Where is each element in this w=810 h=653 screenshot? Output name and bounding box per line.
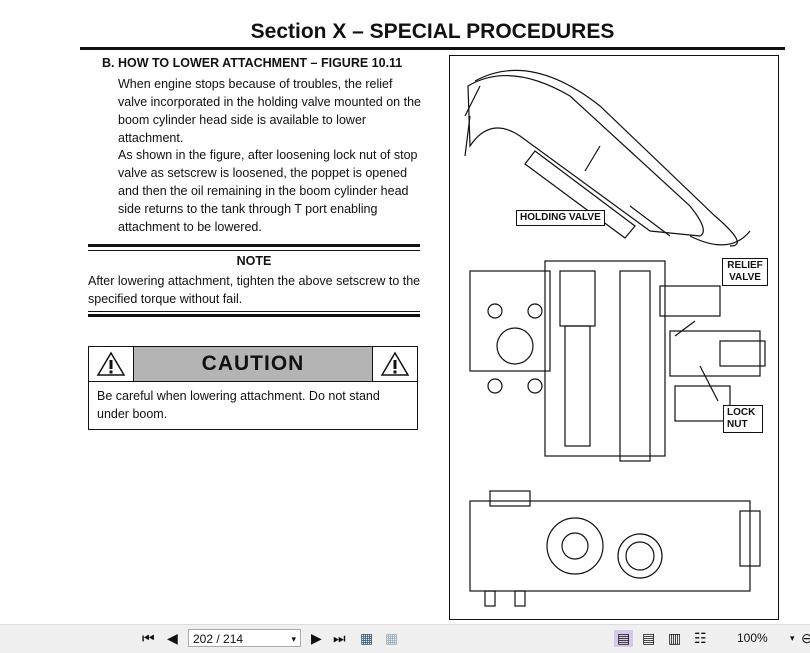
continuous-facing-view-icon[interactable]: ☷ (694, 630, 707, 646)
zoom-out-icon[interactable]: ⊖ (801, 630, 810, 646)
caution-title: CAUTION (133, 347, 373, 381)
caution-body: Be careful when lowering attachment. Do … (97, 389, 380, 421)
previous-view-icon[interactable]: ▦ (360, 630, 374, 646)
lock-nut-label: LOCK NUT (723, 405, 763, 433)
paragraph: As shown in the figure, after loosening … (118, 148, 418, 234)
page-title: Section X – SPECIAL PROCEDURES (250, 20, 615, 43)
page-number-input[interactable]: 202 / 214▾ (188, 629, 301, 647)
figure-10-11: HOLDING VALVE RELIEF VALVE LOCK NUT (449, 55, 779, 620)
title-rule (80, 47, 785, 50)
section-heading: B. HOW TO LOWER ATTACHMENT – FIGURE 10.1… (102, 56, 403, 70)
holding-valve-label: HOLDING VALVE (516, 210, 605, 226)
first-page-icon[interactable]: ⏮ (142, 630, 155, 646)
relief-valve-label: RELIEF VALVE (722, 258, 768, 286)
caution-box: CAUTION Be careful when lowering attachm… (88, 346, 418, 430)
divider (88, 244, 420, 247)
facing-view-icon[interactable]: ▥ (668, 630, 682, 646)
note-title: NOTE (236, 254, 272, 268)
next-page-icon[interactable]: ▶ (311, 630, 322, 646)
single-page-view-icon[interactable]: ▤ (614, 630, 634, 647)
zoom-dropdown-icon[interactable]: ▾ (790, 633, 795, 643)
divider (88, 311, 420, 312)
viewer-toolbar: ⏮ ◀ 202 / 214▾ ▶ ⏭ ▦ ▦ ▤ ▤ ▥ ☷ 100% ▾ ⊖ (0, 624, 810, 653)
continuous-view-icon[interactable]: ▤ (642, 630, 656, 646)
paragraph: When engine stops because of troubles, t… (118, 77, 421, 145)
divider (88, 250, 420, 251)
warning-icon (373, 347, 417, 381)
hydraulic-diagram (464, 69, 766, 607)
divider (88, 314, 420, 317)
next-view-icon[interactable]: ▦ (385, 630, 399, 646)
page-number: 202 / 214 (193, 632, 244, 646)
previous-page-icon[interactable]: ◀ (167, 630, 178, 646)
last-page-icon[interactable]: ⏭ (333, 630, 346, 646)
note-body: After lowering attachment, tighten the a… (88, 274, 421, 306)
warning-icon (89, 347, 133, 381)
zoom-level[interactable]: 100% (737, 631, 768, 645)
